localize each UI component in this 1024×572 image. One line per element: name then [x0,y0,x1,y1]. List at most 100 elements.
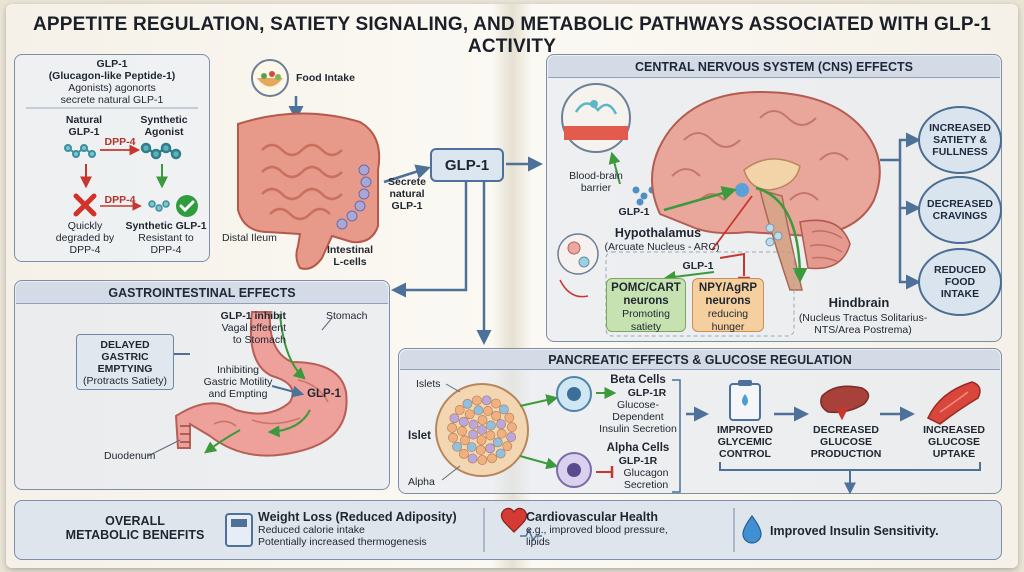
overall-1: OVERALL [105,514,165,528]
islet-cell [459,435,470,446]
uptake-3: UPTAKE [932,448,976,461]
food-intake-label: Food Intake [296,72,355,84]
cns-to-intake-arrow [898,208,921,290]
out1-3: FULLNESS [932,146,988,159]
beta-cells-block: Beta Cells GLP-1R Glucose-Dependent Insu… [596,374,680,435]
degraded-x-icon [73,193,97,217]
islet-cell [496,428,507,439]
glp1-to-hindbrain-arrow [755,186,808,283]
weight-1: Reduced calorie intake [258,524,365,537]
small-intestine-loops [261,143,343,221]
weight-title: Weight Loss (Reduced Adiposity) [258,510,457,524]
glp1-to-hypothalamus-arrow [663,186,737,212]
motility-arrow [267,409,311,438]
natural-label-1: Natural [65,114,103,126]
overall-2: METABOLIC BENEFITS [65,528,205,543]
islet-cell [477,415,488,425]
hypothalamus-link-line [711,195,753,251]
arc-neuron-illustration [557,233,599,275]
production-3: PRODUCTION [810,448,882,461]
glycemic-1: IMPROVED [716,424,773,436]
islet-cell [485,430,496,441]
alpha-receptor: GLP-1R [618,455,658,468]
weight-loss-block: Weight Loss (Reduced Adiposity) Reduced … [258,510,478,549]
overall-panel [14,500,1002,560]
intestines-illustration [237,112,381,270]
pomc-4: satiety [630,320,662,333]
pomc-2: neurons [623,295,669,308]
islet-cell [492,437,503,448]
delayed-4: (Protracts Satiety) [82,375,168,388]
overall-label: OVERALL METABOLIC BENEFITS [60,514,210,543]
muscle-icon [927,381,981,425]
dpp4-mid-label: DPP-4 [104,194,136,206]
motility-2: Gastric Motility [203,376,273,389]
cns-glp1-label: GLP-1 [618,206,650,218]
islet-cell [468,419,479,430]
nts-1: (Nucleus Tractus Solitarius- [798,312,928,324]
l-cells-illustration [336,164,372,230]
l-cells-2: L-cells [333,256,367,269]
secrete-1: Secrete [388,176,426,188]
duodenum-leader [147,439,181,457]
islet-cell [485,443,496,454]
stomach-leader [321,317,333,331]
islet-cell [506,432,517,442]
cardio-1: e.g., improved blood pressure, [526,524,668,537]
synthetic-label-1: Synthetic [140,114,188,126]
arc-neuron-box [605,251,795,337]
cns-glp1-label-2: GLP-1 [682,260,714,272]
resistant-3: DPP-4 [150,244,182,257]
npy-4: hunger [711,320,745,333]
secrete-3: GLP-1 [391,200,423,213]
islet-cell [495,448,506,459]
check-icon [176,195,198,217]
islet-cell [483,406,493,416]
islet-cell [449,413,460,424]
inhibit-3: to Stomach [232,334,286,347]
glycemic-2: GLYCEMIC [717,436,773,449]
delayed-1: DELAYED [100,339,150,351]
cardio-title: Cardiovascular Health [526,510,658,524]
water-drop-icon [742,514,762,544]
pomc-1: POMC/CART [611,282,681,294]
secrete-2: natural [389,188,425,201]
out3-3: INTAKE [940,288,980,301]
islet-cell [475,445,486,455]
agonist-head-line2: (Glucagon-like Peptide-1) [48,70,176,83]
scale-icon [225,513,253,547]
alpha-cell-icon [556,452,592,488]
pancreas-panel-head: PANCREATIC EFFECTS & GLUCOSE REGULATION [400,350,1000,370]
pomc-neurons-box: POMC/CART neurons Promoting satiety [606,278,686,333]
glycemic-3: CONTROL [719,448,771,461]
l-cells-label: Intestinal L-cells [322,244,378,268]
beta-title: Beta Cells [610,374,666,386]
pancreas-bracket [672,379,681,493]
islet-cell [477,455,488,465]
islet-cell [471,395,482,406]
motility-1: Inhibiting [216,364,260,376]
out2-2: CRAVINGS [932,210,988,222]
islet-cell [487,453,497,464]
out3-1: REDUCED [934,263,986,276]
cns-panel-head: CENTRAL NERVOUS SYSTEM (CNS) EFFECTS [548,56,1000,78]
distal-ileum-label: Distal Ileum [222,232,277,244]
vagal-inhibit-arrow [279,313,306,380]
alpha-title: Alpha Cells [606,442,670,454]
clipboard-icon [729,380,761,421]
cns-to-cravings-arrow [898,160,921,216]
out3-2: FOOD [944,275,976,288]
resistant-2: Resistant to [138,232,194,245]
agonist-head: GLP-1 (Glucagon-like Peptide-1) Agonists… [18,58,206,106]
delayed-emptying-box: DELAYED GASTRIC EMPTYING (Protracts Sati… [76,334,174,390]
glp1-to-gi-arrow [391,182,468,298]
islet-cell [457,426,467,437]
islet-cell [481,395,492,406]
alpha-2: Secretion [623,479,669,492]
degraded-1: Quickly [67,220,103,232]
islet-cell [491,398,501,409]
degraded-2: degraded by [55,232,115,245]
